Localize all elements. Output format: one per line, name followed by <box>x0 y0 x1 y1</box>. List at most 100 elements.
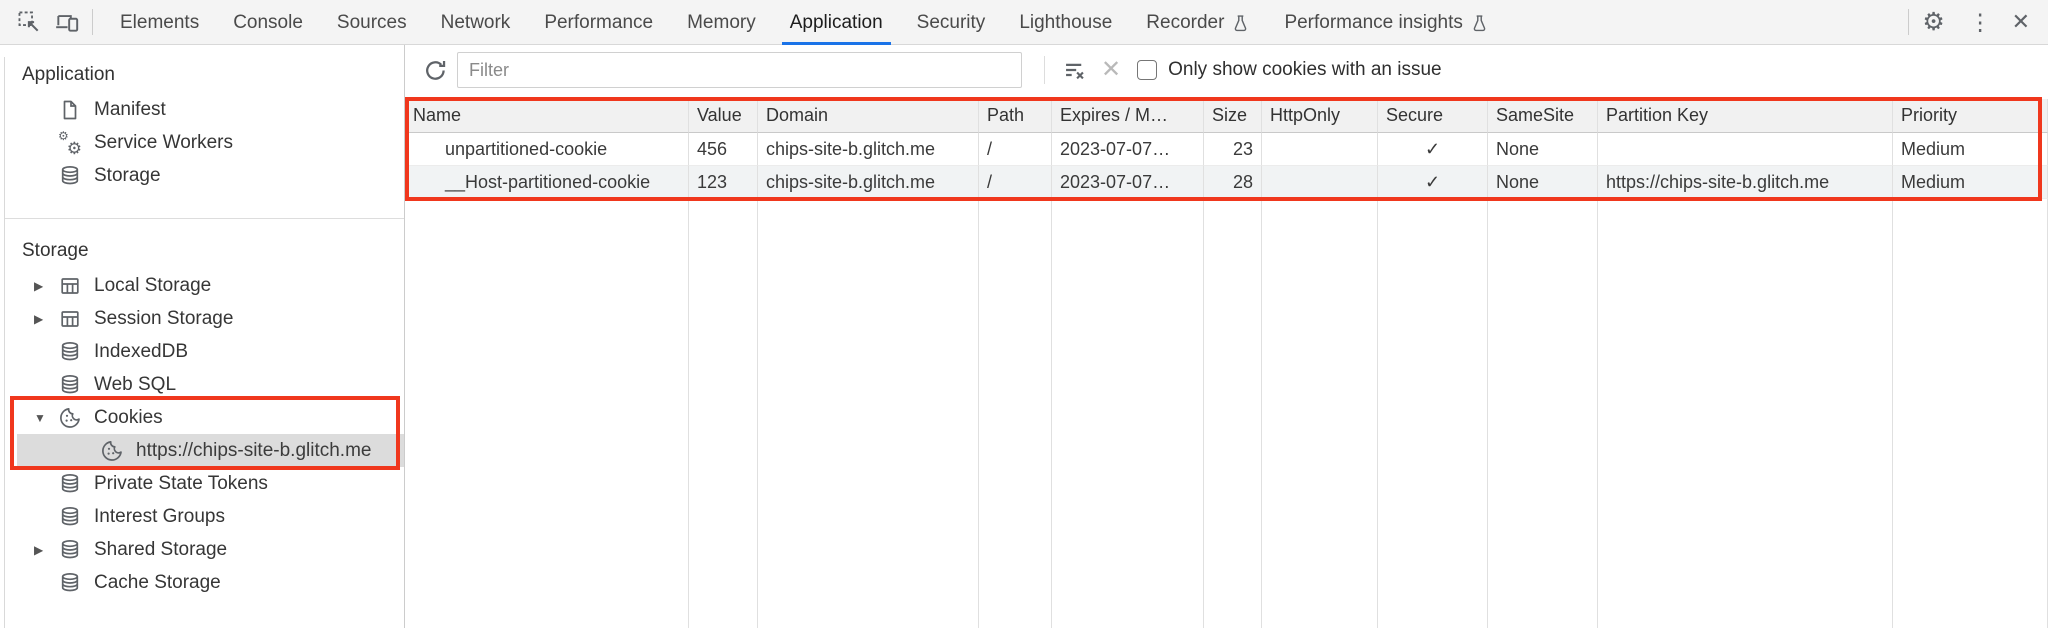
sidebar-item-private-state-tokens[interactable]: Private State Tokens <box>5 467 404 500</box>
column-header-expires[interactable]: Expires / M… <box>1052 99 1204 133</box>
column-header-partition-key[interactable]: Partition Key <box>1598 99 1893 133</box>
tabbar-right-controls: ⚙ ⋮ ✕ <box>1898 7 2048 37</box>
cookie-row-cell-path[interactable]: / <box>979 166 1052 199</box>
sidebar-tree: Application Manifest ⚙⚙ Service Work <box>4 57 404 628</box>
column-header-domain[interactable]: Domain <box>758 99 979 133</box>
database-icon <box>58 538 82 562</box>
close-devtools-button[interactable]: ✕ <box>2011 9 2030 34</box>
sidebar-item-storage[interactable]: Storage <box>5 159 404 192</box>
cookie-row-cell-httponly[interactable] <box>1262 166 1378 199</box>
cookie-row-cell-secure[interactable]: ✓ <box>1378 133 1488 166</box>
tab-console[interactable]: Console <box>216 0 320 45</box>
column-header-name[interactable]: Name <box>405 99 689 133</box>
cookie-row-cell-samesite[interactable]: None <box>1488 166 1598 199</box>
only-show-issue-checkbox[interactable] <box>1137 60 1158 80</box>
empty-grid-cell <box>405 199 689 628</box>
clear-all-cookies-button[interactable] <box>1059 55 1089 85</box>
sidebar-item-local-storage[interactable]: ▶ Local Storage <box>5 269 404 302</box>
document-icon <box>58 98 82 122</box>
column-header-value[interactable]: Value <box>689 99 758 133</box>
cookie-icon <box>100 439 124 463</box>
filter-input[interactable] <box>457 52 1022 88</box>
more-options-button[interactable]: ⋮ <box>1968 8 1992 35</box>
sidebar-item-cookie-origin[interactable]: https://chips-site-b.glitch.me <box>5 434 404 467</box>
tab-label: Network <box>440 11 511 33</box>
inspect-element-button[interactable] <box>14 7 44 37</box>
sidebar-section-application: Application Manifest ⚙⚙ Service Work <box>5 57 404 192</box>
cookie-row-cell-expires[interactable]: 2023-07-07… <box>1052 166 1204 199</box>
sidebar-item-indexeddb[interactable]: IndexedDB <box>5 335 404 368</box>
cookie-row-cell-expires[interactable]: 2023-07-07… <box>1052 133 1204 166</box>
cookie-row-cell-domain[interactable]: chips-site-b.glitch.me <box>758 166 979 199</box>
sidebar-item-label: Shared Storage <box>94 538 228 560</box>
tab-label: Memory <box>687 11 756 33</box>
sidebar-item-label: Private State Tokens <box>94 472 268 494</box>
tab-sources[interactable]: Sources <box>320 0 424 45</box>
cookie-row-cell-value[interactable]: 456 <box>689 133 758 166</box>
column-header-secure[interactable]: Secure <box>1378 99 1488 133</box>
database-icon <box>58 571 82 595</box>
chevron-right-icon[interactable]: ▶ <box>34 311 44 326</box>
cookie-row-cell-partition-key[interactable]: https://chips-site-b.glitch.me <box>1598 166 1893 199</box>
cookie-row-cell-size[interactable]: 28 <box>1204 166 1262 199</box>
cookie-row-cell-name[interactable]: __Host-partitioned-cookie <box>405 166 689 199</box>
tab-security[interactable]: Security <box>900 0 1003 45</box>
database-icon <box>58 505 82 529</box>
delete-selected-button-disabled[interactable]: ✕ <box>1101 56 1122 83</box>
chevron-right-icon[interactable]: ▶ <box>34 542 44 557</box>
section-title: Storage <box>22 240 89 261</box>
sidebar-item-manifest[interactable]: Manifest <box>5 93 404 126</box>
empty-grid-cell <box>1893 199 2048 628</box>
chevron-right-icon[interactable]: ▶ <box>34 278 44 293</box>
tab-lighthouse[interactable]: Lighthouse <box>1002 0 1129 45</box>
sidebar-item-cache-storage[interactable]: Cache Storage <box>5 566 404 599</box>
sidebar-item-cookies[interactable]: ▼ Cookies <box>5 401 404 434</box>
sidebar-item-service-workers[interactable]: ⚙⚙ Service Workers <box>5 126 404 159</box>
empty-grid-cell <box>1204 199 1262 628</box>
column-header-httponly[interactable]: HttpOnly <box>1262 99 1378 133</box>
tab-network[interactable]: Network <box>424 0 528 45</box>
cookie-row-cell-partition-key[interactable] <box>1598 133 1893 166</box>
sidebar-item-web-sql[interactable]: Web SQL <box>5 368 404 401</box>
sidebar-item-session-storage[interactable]: ▶ Session Storage <box>5 302 404 335</box>
cookie-row-cell-samesite[interactable]: None <box>1488 133 1598 166</box>
cookie-row-cell-secure[interactable]: ✓ <box>1378 166 1488 199</box>
only-show-issue-label[interactable]: Only show cookies with an issue <box>1168 59 1442 80</box>
column-header-priority[interactable]: Priority <box>1893 99 2048 133</box>
refresh-icon <box>425 60 445 80</box>
gear-icon: ⚙ <box>1922 7 1945 36</box>
cookie-row-cell-value[interactable]: 123 <box>689 166 758 199</box>
toolbar-divider <box>1907 9 1909 35</box>
device-toolbar-button[interactable] <box>52 7 82 37</box>
refresh-button[interactable] <box>419 54 451 86</box>
settings-button[interactable]: ⚙ <box>1919 7 1949 37</box>
sidebar-item-interest-groups[interactable]: Interest Groups <box>5 500 404 533</box>
cookie-row-cell-size[interactable]: 23 <box>1204 133 1262 166</box>
tab-performance-insights[interactable]: Performance insights <box>1267 0 1505 45</box>
tab-label: Lighthouse <box>1019 11 1113 33</box>
inspect-cursor-icon <box>18 11 39 32</box>
tab-application[interactable]: Application <box>773 0 900 45</box>
tab-memory[interactable]: Memory <box>670 0 773 45</box>
tab-recorder[interactable]: Recorder <box>1129 0 1267 45</box>
cookies-table: Name Value Domain Path Expires / M… Size… <box>405 99 2048 628</box>
cookie-row-cell-name[interactable]: unpartitioned-cookie <box>405 133 689 166</box>
cookie-row-cell-priority[interactable]: Medium <box>1893 166 2048 199</box>
sidebar-item-shared-storage[interactable]: ▶ Shared Storage <box>5 533 404 566</box>
chevron-down-icon[interactable]: ▼ <box>34 410 46 425</box>
column-header-path[interactable]: Path <box>979 99 1052 133</box>
tab-performance[interactable]: Performance <box>527 0 670 45</box>
cookie-row-cell-domain[interactable]: chips-site-b.glitch.me <box>758 133 979 166</box>
tab-elements[interactable]: Elements <box>103 0 216 45</box>
cookie-row-cell-path[interactable]: / <box>979 133 1052 166</box>
sidebar-item-label: Storage <box>94 164 161 186</box>
cookie-icon <box>58 406 82 430</box>
column-header-samesite[interactable]: SameSite <box>1488 99 1598 133</box>
cookie-row-cell-httponly[interactable] <box>1262 133 1378 166</box>
sidebar-item-label: Service Workers <box>94 131 234 153</box>
cookie-row-cell-priority[interactable]: Medium <box>1893 133 2048 166</box>
column-header-size[interactable]: Size <box>1204 99 1262 133</box>
application-panel: Application Manifest ⚙⚙ Service Work <box>0 45 2048 628</box>
empty-grid-cell <box>1052 199 1204 628</box>
